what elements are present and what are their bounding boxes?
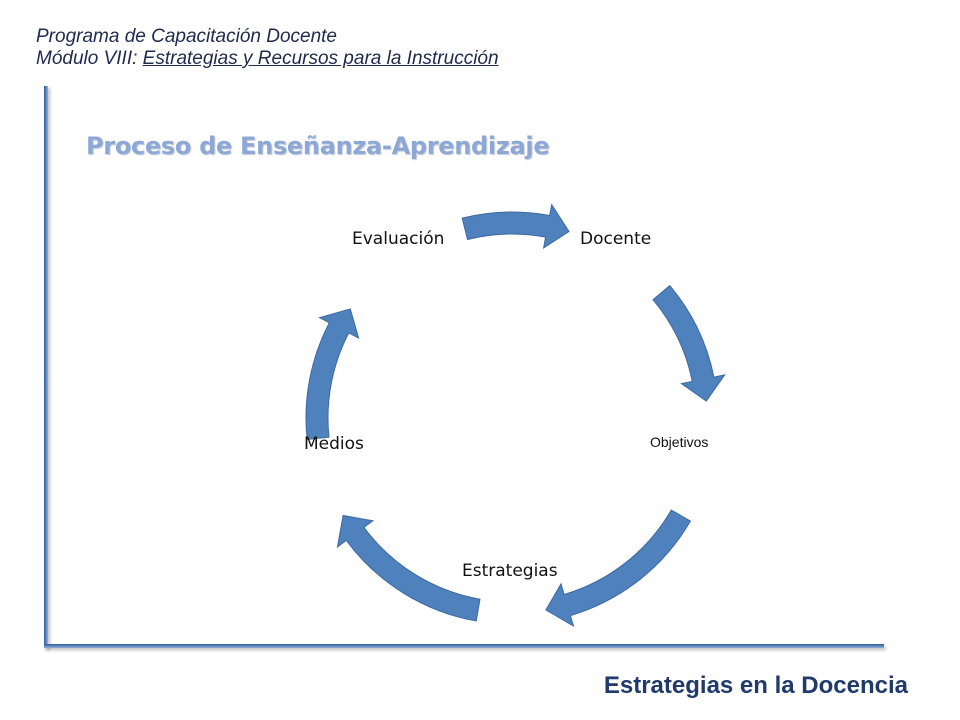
program-name: Programa de Capacitación Docente [36,26,338,47]
module-line: Módulo VIII: Estrategias y Recursos para… [36,48,499,70]
node-objetivos: Objetivos [650,434,709,450]
course-header: Programa de Capacitación Docente Módulo … [36,26,499,70]
arrow-estrategias-to-medios [336,514,481,622]
cycle-arrows [305,203,726,628]
node-docente: Docente [580,229,652,249]
arrow-objetivos-to-estrategias [545,509,692,628]
arrow-evaluacion-to-docente [461,203,570,249]
node-evaluacion: Evaluación [352,229,445,249]
module-title: Estrategias y Recursos para la Instrucci… [142,48,499,69]
node-estrategias: Estrategias [462,561,558,581]
module-prefix: Módulo VIII: [36,48,143,69]
arrow-medios-to-evaluacion [305,308,360,441]
slide-title: Proceso de Enseñanza-Aprendizaje [86,132,550,160]
frame-left-line [44,86,48,648]
node-medios: Medios [304,434,364,454]
footer-title: Estrategias en la Docencia [603,672,908,699]
frame-bottom-line [44,644,884,648]
arrow-docente-to-objetivos [652,284,726,402]
